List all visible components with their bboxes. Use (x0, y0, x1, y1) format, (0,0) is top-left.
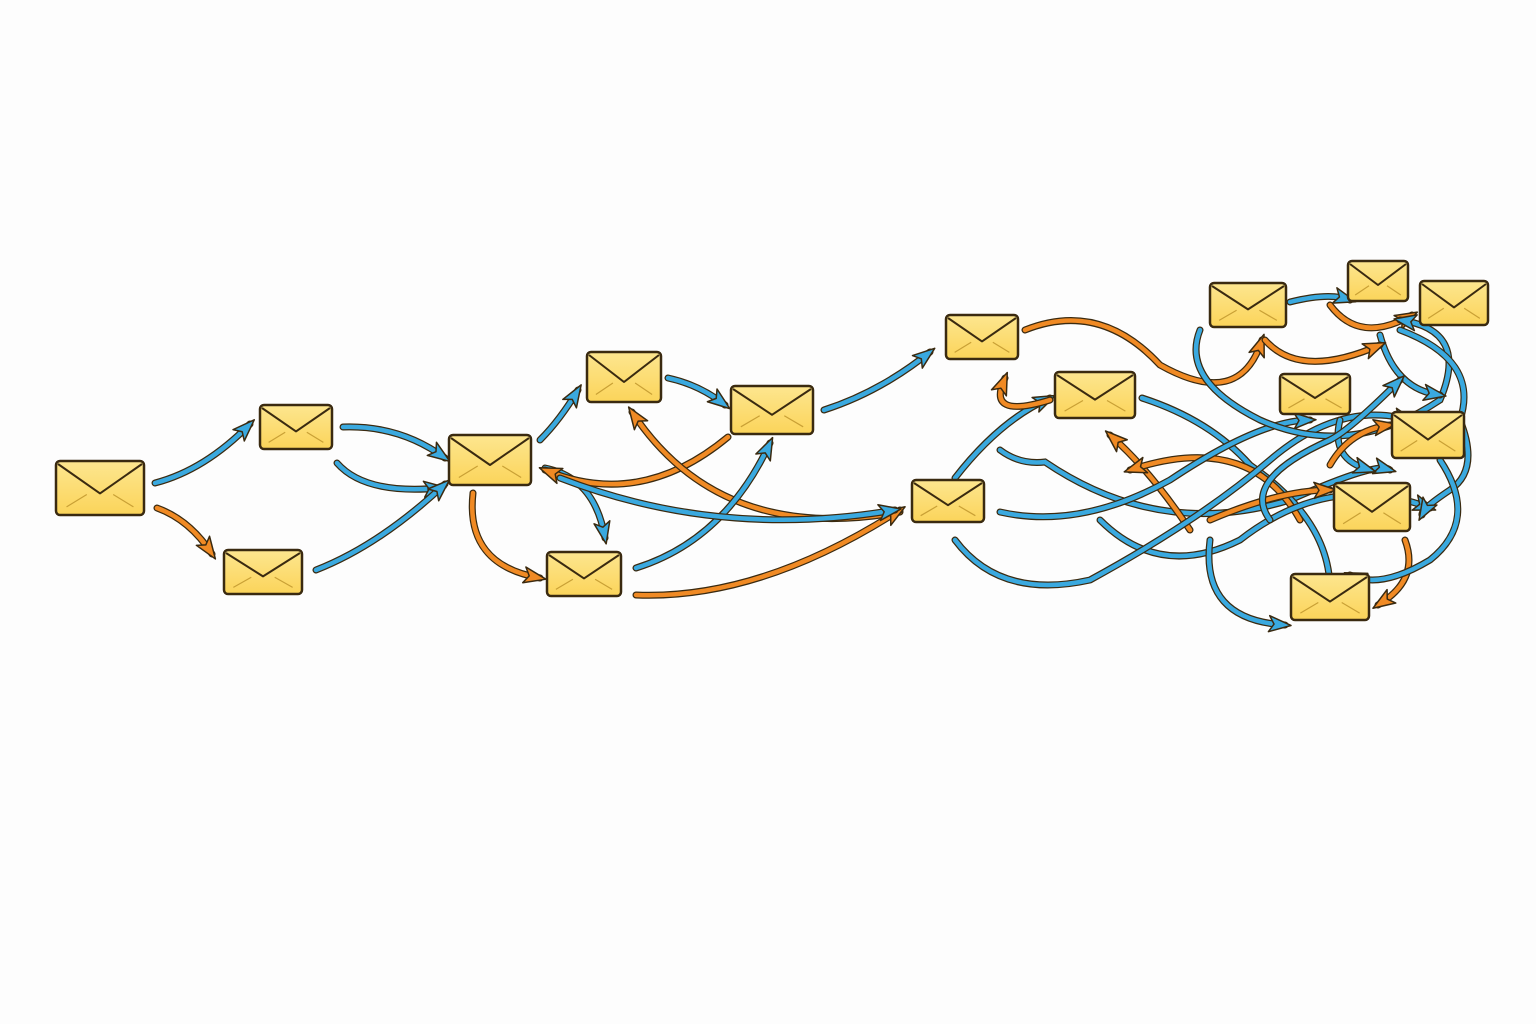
envelope-icon (1208, 281, 1288, 329)
arrowhead-icon (1351, 456, 1377, 474)
envelope-icon (1346, 259, 1410, 303)
orange-arrow (1372, 536, 1413, 610)
envelope-icon (1289, 572, 1371, 622)
orange-arrow (1206, 481, 1337, 524)
blue-arrow (1192, 314, 1453, 440)
orange-arrow (538, 433, 732, 488)
orange-arrow (468, 489, 547, 584)
envelope-icon (222, 548, 304, 596)
arrowhead-icon (1123, 456, 1149, 474)
blue-arrow (1138, 394, 1339, 597)
arrowhead-icon (1248, 333, 1265, 359)
orange-arrow (1104, 430, 1194, 534)
orange-arrow (1021, 317, 1266, 387)
blue-arrow (1259, 375, 1406, 524)
arrowhead-icon (1372, 588, 1397, 610)
blue-arrow (339, 423, 451, 463)
blue-arrow (820, 347, 936, 414)
envelope-icon (1390, 410, 1466, 460)
arrowhead-icon (562, 384, 582, 409)
orange-arrow (990, 371, 1054, 410)
arrowhead-icon (755, 436, 774, 462)
arrowhead-icon (1418, 496, 1438, 521)
arrowhead-icon (1267, 614, 1292, 633)
envelope-icon (258, 403, 334, 451)
arrowhead-icon (1372, 418, 1397, 437)
blue-arrow (1396, 326, 1472, 521)
orange-arrow (1326, 418, 1397, 469)
arrowhead-icon (1104, 430, 1128, 453)
arrows-layer (151, 287, 1472, 633)
blue-arrow (632, 436, 774, 572)
orange-arrow (1261, 336, 1387, 365)
arrowhead-icon (1382, 375, 1406, 398)
envelope-icon (1053, 370, 1137, 420)
blue-arrow (996, 446, 1397, 518)
arrowhead-icon (1361, 341, 1387, 360)
arrowhead-icon (1422, 383, 1447, 402)
blue-arrow (333, 459, 447, 499)
arrowhead-icon (426, 441, 451, 463)
blue-arrow (151, 419, 256, 487)
arrowhead-icon (195, 535, 217, 560)
envelope-icon (910, 478, 986, 524)
envelope-icon (447, 433, 533, 487)
blue-arrow (1205, 536, 1292, 633)
arrowhead-icon (1313, 481, 1337, 500)
arrowhead-icon (1393, 314, 1418, 332)
arrowhead-icon (427, 479, 451, 502)
orange-arrow (153, 504, 217, 560)
arrowhead-icon (593, 520, 611, 545)
blue-arrow (536, 384, 582, 444)
envelope-icon (585, 350, 663, 404)
arrowhead-icon (232, 419, 256, 442)
blue-arrow (1286, 287, 1357, 306)
arrowhead-icon (911, 347, 936, 369)
arrowhead-icon (521, 566, 547, 584)
envelope-icon (1332, 481, 1412, 533)
envelope-icon (54, 459, 146, 517)
envelope-icon (1418, 279, 1490, 327)
arrowhead-icon (538, 467, 564, 485)
arrowhead-icon (990, 371, 1009, 397)
arrowhead-icon (706, 388, 731, 410)
blue-arrow (556, 474, 902, 524)
envelope-icon (729, 384, 815, 436)
blue-arrow (312, 479, 451, 574)
arrowhead-icon (1371, 457, 1397, 475)
blue-arrow (664, 374, 731, 410)
envelopes-layer (54, 259, 1490, 622)
arrowhead-icon (877, 503, 902, 522)
envelope-icon (545, 550, 623, 598)
envelope-icon (1278, 372, 1352, 416)
orange-arrow (1123, 454, 1304, 524)
envelope-icon (944, 313, 1020, 361)
arrowhead-icon (627, 406, 649, 431)
